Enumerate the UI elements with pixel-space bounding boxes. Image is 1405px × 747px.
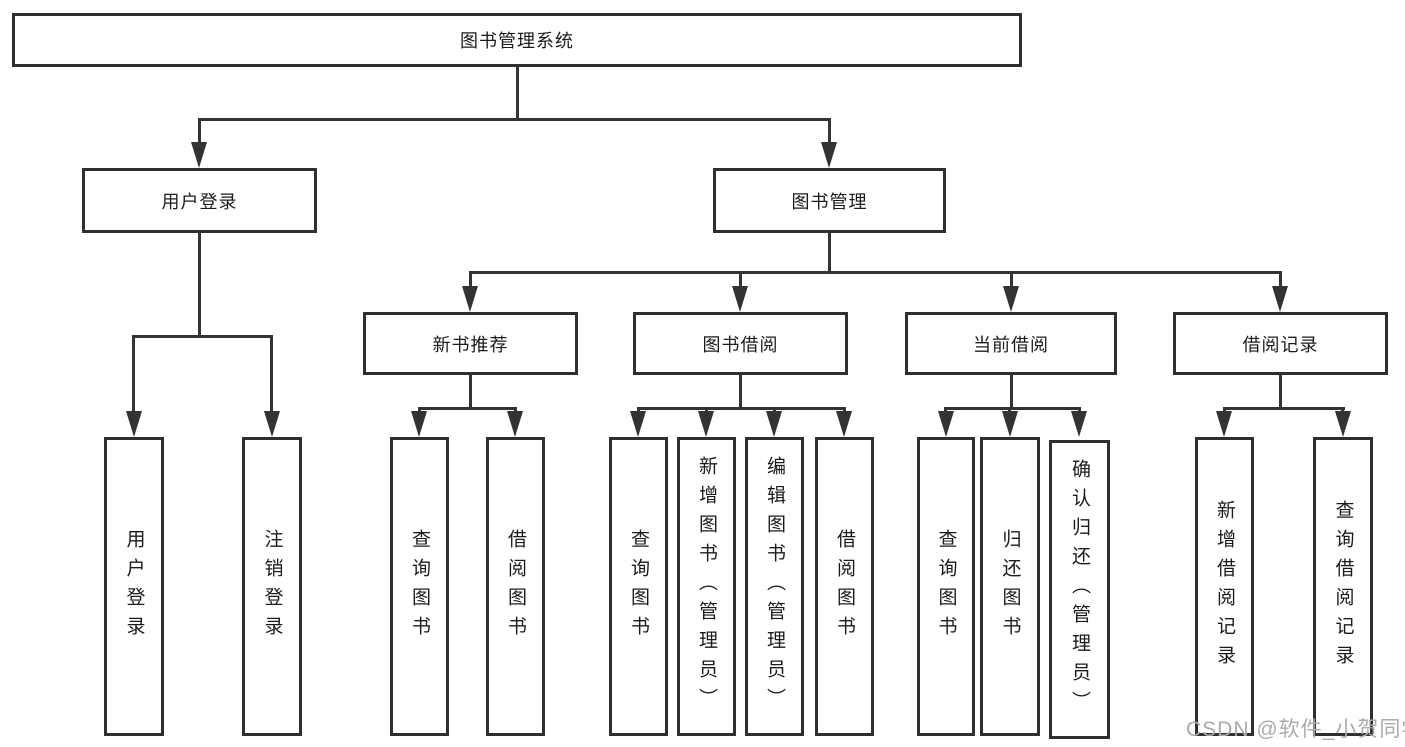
connector-line [516,67,519,118]
node-label: 图书管理系统 [460,31,574,51]
arrowhead-icon [1002,411,1018,437]
node-label: 查询图书 [409,528,430,645]
leaf-confirm-return-admin: 确认归还（管理员） [1049,440,1110,739]
arrowhead-icon [836,411,852,437]
node-book-management: 图书管理 [713,168,946,233]
node-label: 确认归还（管理员） [1069,459,1090,720]
node-label: 查询图书 [935,528,957,645]
arrowhead-icon [126,411,142,437]
node-label: 查询借阅记录 [1332,499,1354,674]
arrowhead-icon [821,142,837,168]
connector-line [944,407,1081,410]
arrowhead-icon [732,286,748,312]
connector-line [132,335,273,338]
connector-line [1279,375,1282,410]
arrowhead-icon [766,411,782,437]
connector-line [739,271,742,292]
node-label: 图书借阅 [702,334,779,355]
connector-line [198,233,201,338]
connector-line [1279,271,1282,292]
leaf-add-borrow-record: 新增借阅记录 [1195,437,1254,736]
leaf-query-borrow-record: 查询借阅记录 [1313,437,1373,736]
leaf-query-books: 查询图书 [917,437,975,736]
connector-line [198,118,831,121]
node-label: 用户登录 [123,528,145,645]
node-label: 借阅图书 [505,528,526,645]
arrowhead-icon [191,142,207,168]
node-label: 新增图书（管理员） [696,456,717,717]
node-label: 新增借阅记录 [1214,499,1235,674]
connector-line [828,233,831,274]
leaf-logout: 注销登录 [242,437,302,736]
connector-line [637,407,846,410]
node-label: 注销登录 [261,528,283,645]
node-user-login: 用户登录 [82,168,317,233]
leaf-borrow-books: 借阅图书 [486,437,545,736]
connector-line [1010,375,1013,410]
leaf-edit-books-admin: 编辑图书（管理员） [745,437,804,736]
node-label: 图书管理 [791,191,868,212]
arrowhead-icon [1216,411,1232,437]
node-label: 归还图书 [999,528,1021,645]
node-label: 借阅图书 [834,528,855,645]
node-label: 用户登录 [161,191,238,212]
node-borrow-records: 借阅记录 [1173,312,1388,375]
node-label: 编辑图书（管理员） [764,456,785,717]
leaf-query-books: 查询图书 [609,437,668,736]
node-label: 新书推荐 [432,334,509,355]
node-book-borrowing: 图书借阅 [633,312,848,375]
arrowhead-icon [462,286,478,312]
leaf-query-books: 查询图书 [390,437,449,736]
arrowhead-icon [1071,411,1087,437]
csdn-watermark: CSDN @软件_小贺同学 [1186,718,1405,741]
connector-line [469,271,472,292]
connector-line [418,407,517,410]
leaf-borrow-books: 借阅图书 [815,437,874,736]
arrowhead-icon [1335,411,1351,437]
node-label: 当前借阅 [973,334,1049,355]
connector-line [1010,271,1013,292]
connector-line [828,118,831,146]
connector-line [1223,407,1345,410]
arrowhead-icon [698,411,714,437]
connector-line [469,271,1282,274]
connector-line [132,335,135,415]
arrowhead-icon [411,411,427,437]
connector-line [739,375,742,410]
leaf-add-books-admin: 新增图书（管理员） [677,437,736,736]
arrowhead-icon [938,411,954,437]
arrowhead-icon [264,411,280,437]
connector-line [469,375,472,410]
node-label: 借阅记录 [1242,334,1319,355]
node-library-system: 图书管理系统 [12,13,1022,67]
arrowhead-icon [507,411,523,437]
arrowhead-icon [630,411,646,437]
connector-line [198,118,201,146]
leaf-return-books: 归还图书 [980,437,1040,736]
node-new-book-recommend: 新书推荐 [363,312,578,375]
connector-line [270,335,273,415]
leaf-user-login: 用户登录 [104,437,164,736]
node-current-borrowing: 当前借阅 [905,312,1117,375]
arrowhead-icon [1003,286,1019,312]
node-label: 查询图书 [628,528,649,645]
arrowhead-icon [1272,286,1288,312]
